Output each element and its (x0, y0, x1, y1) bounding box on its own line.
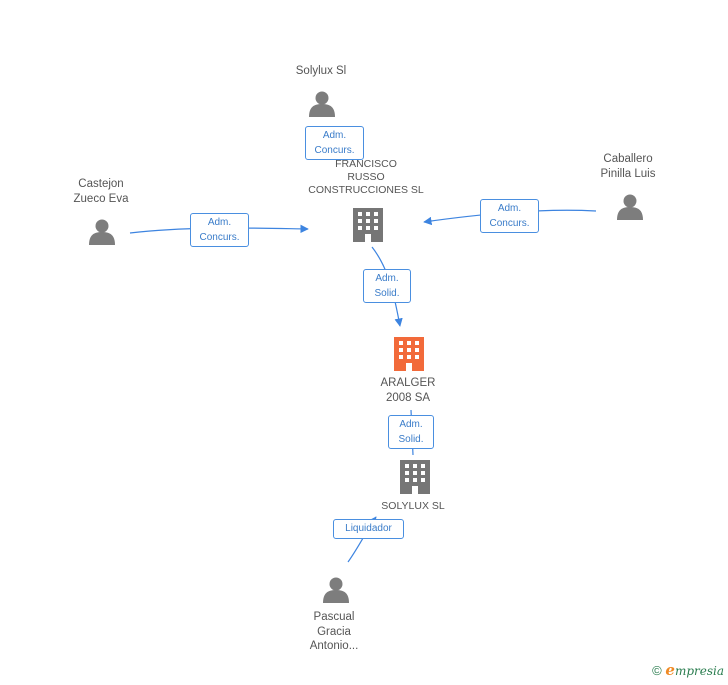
edge-label-line: Solid. (374, 288, 400, 299)
edge-label-line: Concurs. (489, 218, 530, 229)
node-name-line: Castejon (78, 178, 124, 190)
edge-label-line: Adm. (375, 273, 399, 284)
edge-label-francisco-aralger[interactable]: Adm. Solid. (363, 269, 411, 303)
node-name-line: Caballero (603, 153, 653, 165)
node-name-line: Solylux Sl (295, 65, 347, 77)
person-icon (89, 219, 115, 245)
node-name-line: Gracia (317, 625, 351, 638)
edge-label-line: Concurs. (314, 145, 355, 156)
node-name-line: Zueco Eva (73, 192, 129, 205)
edge-label-pascual-solylux[interactable]: Liquidador (333, 519, 404, 539)
node-name-line: RUSSO (347, 171, 385, 183)
brand-name: mpresia (674, 664, 724, 678)
edge-label-line: Adm. (322, 130, 347, 141)
building-icon (400, 460, 430, 494)
node-name-line: FRANCISCO (335, 158, 397, 170)
node-label-solylux-sl[interactable]: SOLYLUX SL (381, 500, 444, 513)
node-label-pascual[interactable]: Pascual Gracia Antonio... (310, 610, 359, 654)
brand-initial: e (665, 661, 675, 679)
edge-label-line: Adm. (207, 217, 232, 228)
edge-label-caballero-francisco[interactable]: Adm. Concurs. (480, 199, 539, 233)
edge-label-castejon-francisco[interactable]: Adm. Concurs. (190, 213, 249, 247)
node-label-castejon[interactable]: Castejon Zueco Eva (74, 177, 129, 206)
building-icon-focus (394, 337, 424, 371)
edge-label-line: Concurs. (199, 232, 240, 243)
node-name-line: Antonio... (309, 640, 359, 652)
node-name-line: CONSTRUCCIONES SL (308, 184, 424, 196)
node-label-caballero[interactable]: Caballero Pinilla Luis (601, 152, 656, 181)
building-icon (353, 208, 383, 242)
node-name-line: SOLYLUX SL (381, 500, 445, 512)
edge-label-aralger-solylux[interactable]: Adm. Solid. (388, 415, 434, 449)
edge-label-line: Adm. (399, 419, 423, 430)
copyright-symbol: © (652, 663, 662, 678)
node-name-line: 2008 SA (385, 391, 431, 404)
edge-label-line: Liquidador (345, 523, 392, 534)
node-name-line: ARALGER (380, 377, 436, 389)
node-label-francisco-russo[interactable]: FRANCISCO RUSSO CONSTRUCCIONES SL (308, 158, 424, 197)
node-label-solylux-si[interactable]: Solylux Sl (296, 64, 347, 79)
person-icon (309, 91, 335, 117)
person-icon (323, 577, 349, 603)
brand-footer: © empresia (652, 661, 724, 679)
edge-label-line: Solid. (398, 434, 424, 445)
node-name-line: Pascual (313, 611, 355, 623)
brand-logo: empresia (665, 661, 724, 679)
node-label-aralger[interactable]: ARALGER 2008 SA (381, 376, 436, 405)
edge-label-solylux-francisco[interactable]: Adm. Concurs. (305, 126, 364, 160)
node-name-line: Pinilla Luis (600, 167, 656, 180)
person-icon (617, 194, 643, 220)
edge-label-line: Adm. (497, 203, 522, 214)
